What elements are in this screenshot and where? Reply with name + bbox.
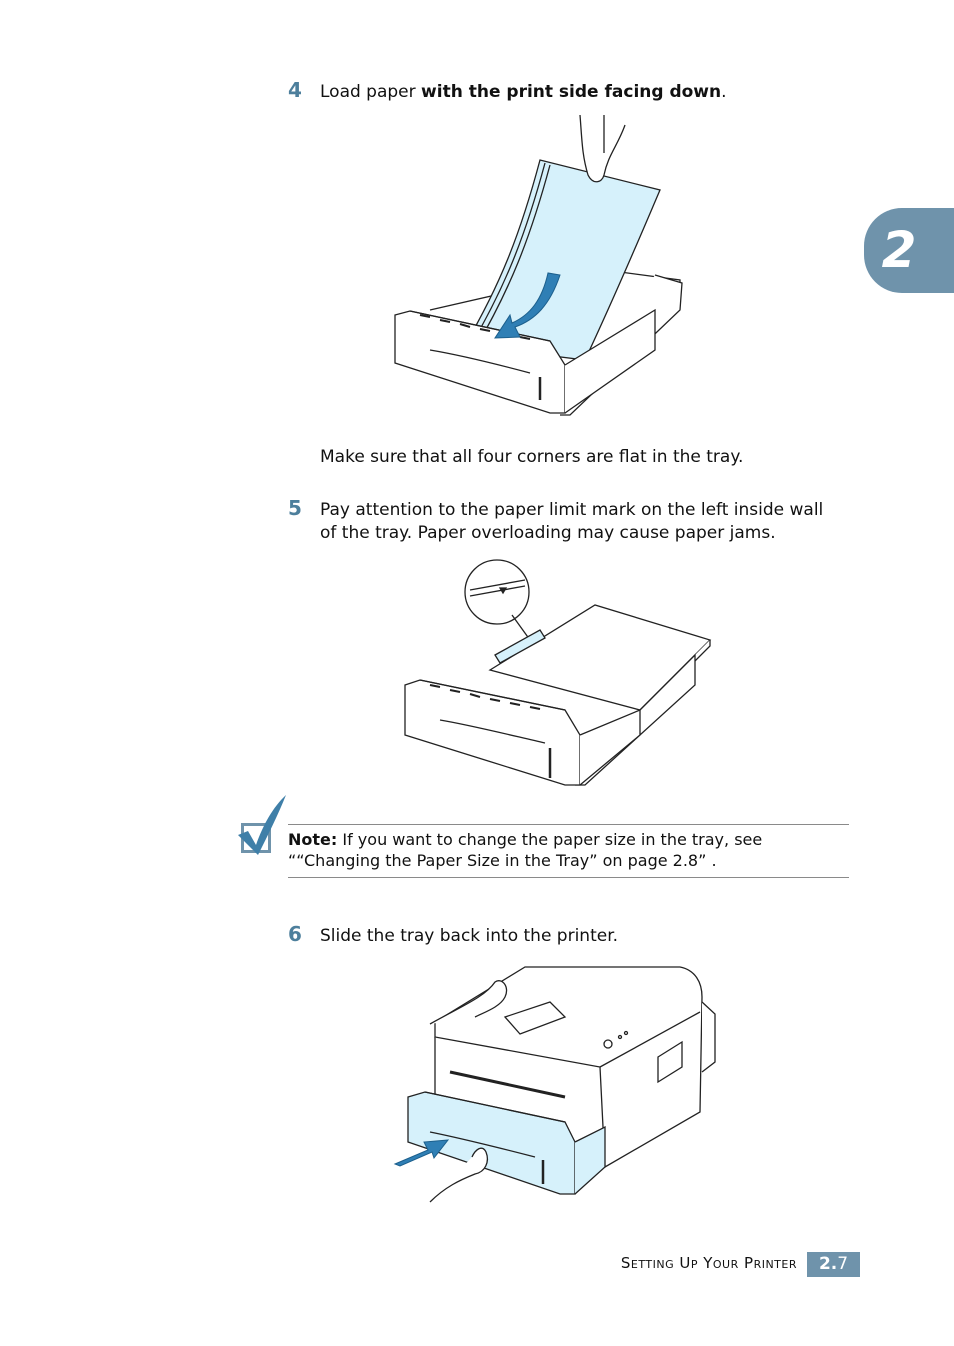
checkmark-note-icon: [238, 795, 286, 855]
step-4-text-bold: with the print side facing down: [421, 82, 722, 102]
step-4-text-plain: Load paper: [320, 82, 422, 102]
load-paper-illustration: [394, 114, 683, 416]
step-6-number: 6: [288, 922, 302, 946]
note-top-rule: [288, 824, 849, 825]
step-5-line-1: Pay attention to the paper limit mark on…: [320, 500, 824, 520]
step-5-number: 5: [288, 496, 302, 520]
paper-limit-illustration: [404, 559, 712, 786]
footer-page-num: 7: [837, 1254, 849, 1274]
step-4-text: Load paper with the print side facing do…: [320, 80, 727, 104]
step-4-number: 4: [288, 78, 302, 102]
step-6-text: Slide the tray back into the printer.: [320, 926, 619, 946]
step-5-line-2: of the tray. Paper overloading may cause…: [320, 523, 776, 543]
note-text: Note: If you want to change the paper si…: [288, 829, 848, 871]
insert-tray-illustration: [393, 966, 716, 1203]
footer-page-number: 2.7: [807, 1252, 860, 1277]
note-bottom-rule: [288, 877, 849, 878]
step-4-text-end: .: [721, 82, 727, 102]
note-line-2: ““Changing the Paper Size in the Tray” o…: [288, 851, 717, 870]
note-label: Note:: [288, 830, 338, 849]
chapter-number: 2: [881, 221, 917, 279]
footer-page-chapter: 2.: [818, 1254, 838, 1274]
note-line-1: If you want to change the paper size in …: [337, 830, 763, 849]
footer-section-title: Setting Up Your Printer: [620, 1254, 797, 1272]
chapter-tab: 2: [864, 208, 954, 293]
step-4-note: Make sure that all four corners are flat…: [320, 447, 744, 467]
